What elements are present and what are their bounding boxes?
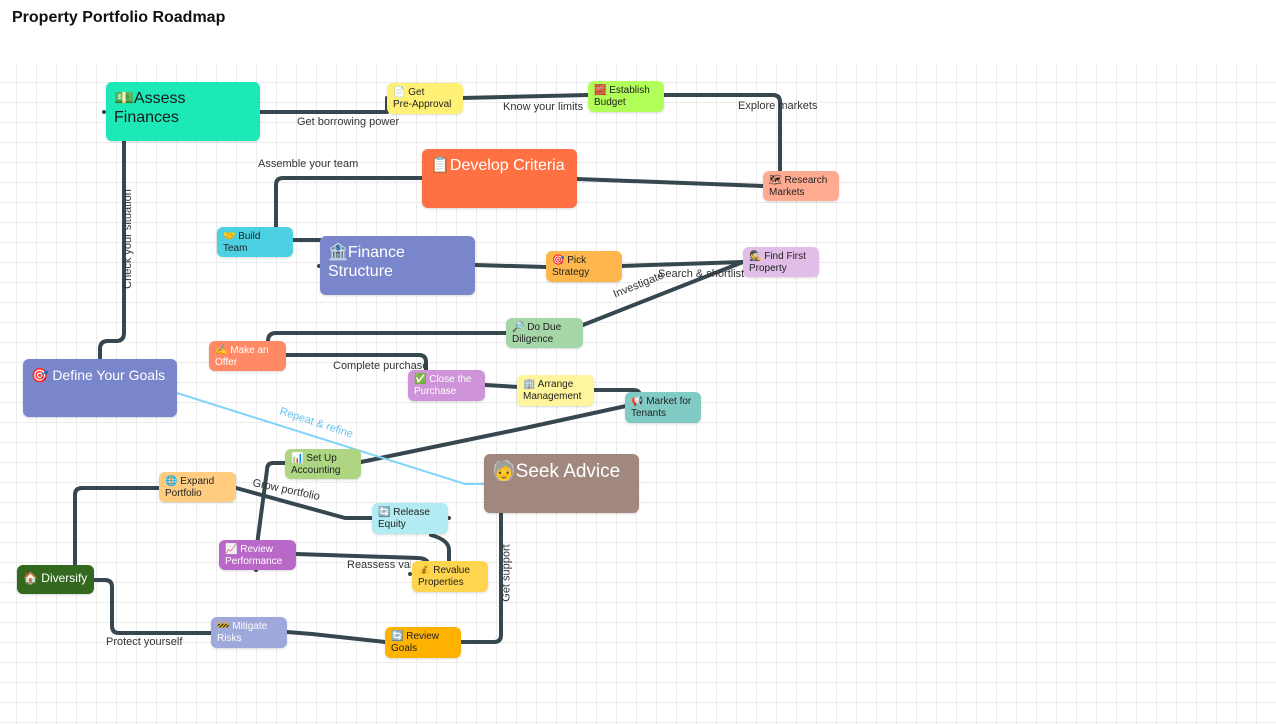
- node-build-team[interactable]: 🤝 Build Team: [217, 227, 293, 257]
- edge-reviewgoals-advice: [459, 511, 503, 644]
- node-find-first-property[interactable]: 🕵 Find First Property: [743, 247, 819, 277]
- page-title: Property Portfolio Roadmap: [12, 9, 226, 26]
- node-close-the-purchase[interactable]: ✅ Close the Purchase: [408, 370, 485, 401]
- node-mitigate-risks[interactable]: 🚧 Mitigate Risks: [211, 617, 287, 648]
- edge-criteria-research: [575, 177, 765, 188]
- node-set-up-accounting[interactable]: 📊 Set Up Accounting: [285, 449, 361, 479]
- node-research-markets[interactable]: 🗺 Research Markets: [763, 171, 839, 201]
- header: Property Portfolio Roadmap: [0, 0, 1276, 64]
- edge-equity-revalue: [429, 533, 451, 563]
- edge-preapproval-budget: [460, 93, 590, 100]
- edge-finance-strategy: [473, 263, 548, 269]
- edge-expand-diversify: [73, 486, 161, 568]
- node-finance-structure[interactable]: 🏦Finance Structure: [320, 236, 475, 295]
- edge-accounting-review: [255, 461, 287, 547]
- node-establish-budget[interactable]: 🧱 Establish Budget: [588, 81, 664, 112]
- edge-mitigate-reviewgoals: [285, 630, 387, 644]
- node-define-your-goals[interactable]: 🎯 Define Your Goals: [23, 359, 177, 417]
- node-pick-strategy[interactable]: 🎯 Pick Strategy: [546, 251, 622, 282]
- node-market-for-tenants[interactable]: 📢 Market for Tenants: [625, 392, 701, 423]
- edge-assess-goals: [98, 139, 126, 360]
- node-expand-portfolio[interactable]: 🌐 Expand Portfolio: [159, 472, 236, 502]
- node-arrange-management[interactable]: 🏢 Arrange Management: [517, 375, 594, 406]
- node-seek-advice[interactable]: 🧓Seek Advice: [484, 454, 639, 513]
- edge-findfirst-duediligence: [581, 260, 745, 327]
- edge-strategy-findfirst: [619, 260, 745, 268]
- node-revalue-properties[interactable]: 💰 Revalue Properties: [412, 561, 488, 592]
- node-get-pre-approval[interactable]: 📄 Get Pre-Approval: [387, 83, 463, 114]
- edge-duediligence-offer: [266, 331, 508, 345]
- node-diversify[interactable]: 🏠 Diversify: [17, 565, 94, 594]
- node-do-due-diligence[interactable]: 🔎 Do Due Diligence: [506, 318, 583, 348]
- edge-expand-equity: [234, 486, 374, 520]
- node-review-goals[interactable]: 🔄 Review Goals: [385, 627, 461, 658]
- edge-goals-advice: [176, 392, 484, 485]
- edge-review-revalue: [294, 552, 431, 570]
- node-release-equity[interactable]: 🔄 Release Equity: [372, 503, 448, 534]
- node-review-performance[interactable]: 📈 Review Performance: [219, 540, 296, 570]
- node-make-an-offer[interactable]: ✍ Make an Offer: [209, 341, 286, 371]
- edge-diversify-mitigate: [92, 578, 213, 635]
- edge-criteria-buildteam: [274, 176, 424, 230]
- node-assess-finances[interactable]: 💵Assess Finances: [106, 82, 260, 141]
- edge-offer-close: [284, 353, 428, 382]
- edge-close-management: [483, 383, 521, 389]
- edge-tenants-accounting: [359, 404, 628, 464]
- edge-budget-research: [661, 93, 782, 174]
- node-develop-criteria[interactable]: 📋Develop Criteria: [422, 149, 577, 208]
